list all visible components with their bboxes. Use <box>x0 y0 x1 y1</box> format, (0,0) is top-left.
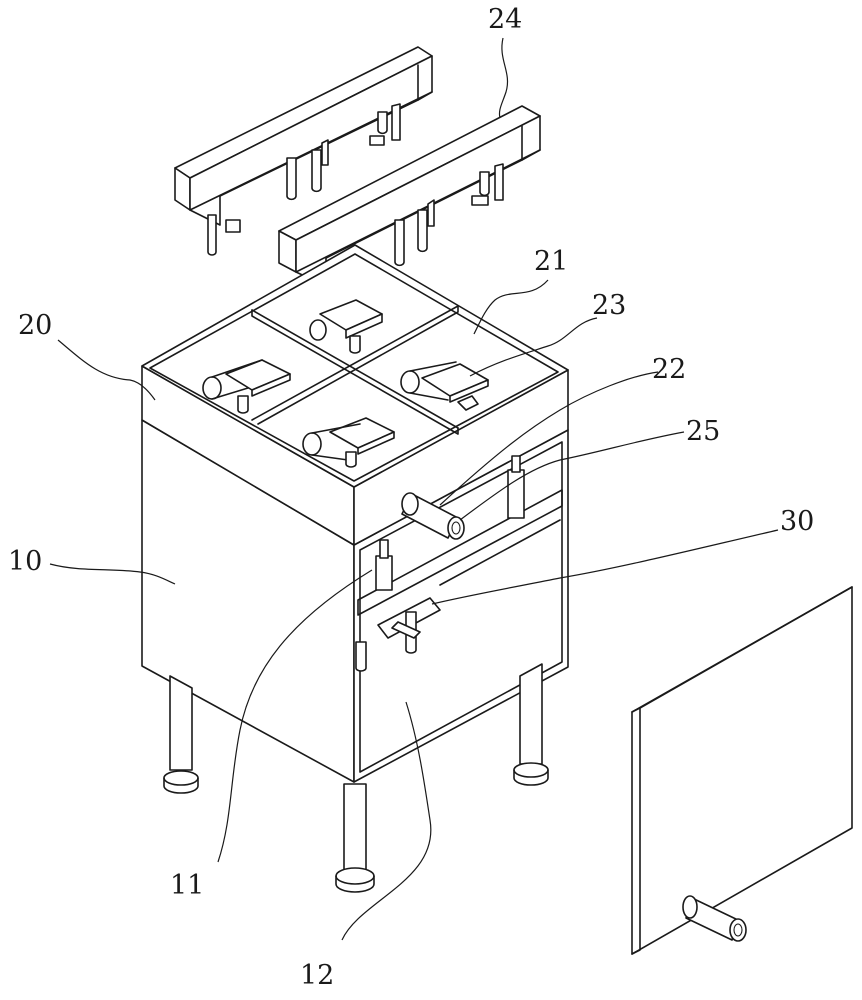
label-20: 20 <box>18 310 53 341</box>
compartment-plates <box>202 299 489 468</box>
drive-pipe <box>375 455 525 591</box>
clamp-bar-back <box>174 46 433 256</box>
label-10: 10 <box>8 546 43 577</box>
label-21: 21 <box>534 246 569 277</box>
label-30: 30 <box>780 506 815 537</box>
label-24: 24 <box>488 4 523 35</box>
label-22: 22 <box>652 354 687 385</box>
cabinet-legs <box>163 663 549 893</box>
leader-lines <box>49 37 779 941</box>
label-25: 25 <box>686 416 721 447</box>
label-23: 23 <box>592 290 627 321</box>
label-12: 12 <box>300 960 335 991</box>
side-panel <box>631 586 853 955</box>
label-11: 11 <box>170 870 205 901</box>
